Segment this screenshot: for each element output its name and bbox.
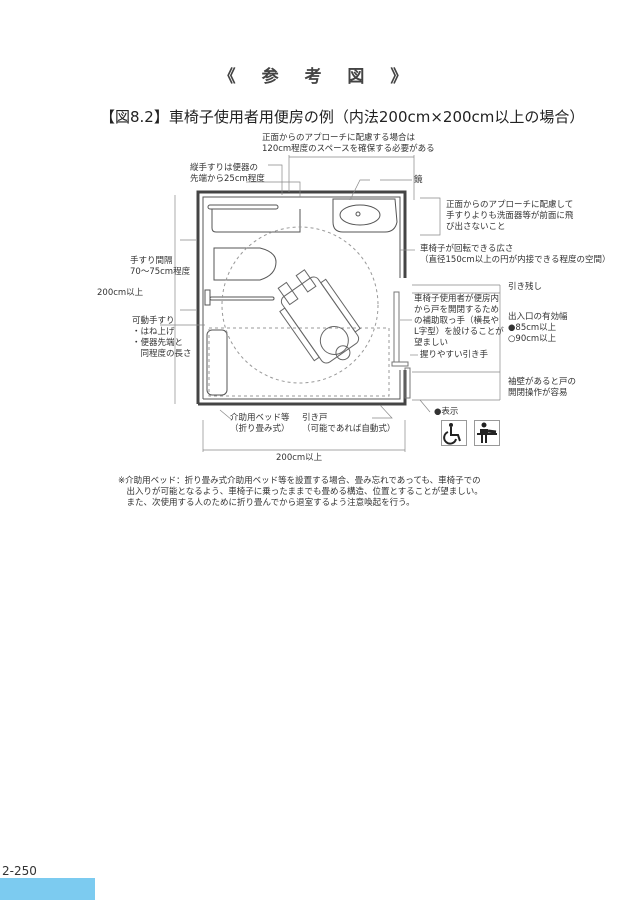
label-line: ・便器先端と [132,338,184,348]
footnote: ※介助用ベッド：折り畳み式介助用ベッド等を設置する場合、畳み忘れであっても、車椅… [118,476,483,509]
label-line: 袖壁があると戸の [508,377,577,387]
label-line: （可能であれば自動式） [302,424,396,434]
label-line: 先端から25cm程度 [190,174,265,184]
footnote-line: ※介助用ベッド：折り畳み式介助用ベッド等を設置する場合、畳み忘れであっても、車椅… [118,476,481,486]
label-line: 可動手すり [132,316,175,326]
label-movable-rail: 可動手すり ・はね上げ ・便器先端と 同程度の長さ [132,316,192,360]
label-line: の補助取っ手（横長や [414,316,500,326]
label-vertical-rail: 縦手すりは便器の 先端から25cm程度 [190,163,265,185]
label-line: 車椅子が回転できる広さ [420,244,514,254]
label-line: 介助用ベッド等 [230,413,290,423]
label-line: L字型）を設けることが [414,327,504,337]
label-turning-space: 車椅子が回転できる広さ （直径150cm以上の円が内接できる程度の空間） [420,244,611,266]
label-line: 開閉操作が容易 [508,388,568,398]
label-sleeve-wall: 袖壁があると戸の 開閉操作が容易 [508,377,576,399]
label-line: 同程度の長さ [132,349,192,359]
label-line: 引き戸 [302,413,328,423]
footnote-line: また、次使用する人のために折り畳んでから退室するよう注意喚起を行う。 [118,498,415,508]
label-care-bed: 介助用ベッド等 （折り畳み式） [230,413,290,435]
label-line: 望ましい [414,338,449,348]
label-line: ○90cm以上 [508,334,557,344]
reference-title: 《 参 考 図 》 [218,67,418,87]
label-door-aid: 車椅子使用者が便房内 から戸を開閉するため の補助取っ手（横長や L字型）を設け… [414,294,504,349]
label-line: 70～75cm程度 [130,267,191,277]
label-sink-note: 正面からのアプローチに配慮して 手すりよりも洗面器等が前面に飛 び出さないこと [446,200,573,233]
label-mirror: 鏡 [414,175,423,185]
label-door-width: 出入口の有効幅 ●85cm以上 ○90cm以上 [508,312,568,345]
label-line: 正面からのアプローチに配慮する場合は [262,133,416,143]
label-depth-dimension: 200cm以上 [97,288,144,298]
label-line: （直径150cm以上の円が内接できる程度の空間） [420,255,611,265]
wheelchair-accessible-icon [441,420,467,446]
label-line: 正面からのアプローチに配慮して [446,200,574,210]
label-rail-spacing: 手すり間隔 70～75cm程度 [130,256,190,278]
label-line: 手すりよりも洗面器等が前面に飛 [446,211,574,221]
label-easy-handle: 握りやすい引き手 [420,350,489,360]
label-pull-remain: 引き残し [508,282,543,292]
label-line: （折り畳み式） [230,424,290,434]
label-width-dimension: 200cm以上 [276,453,323,463]
label-line: 手すり間隔 [130,256,173,266]
label-front-approach: 正面からのアプローチに配慮する場合は 120cm程度のスペースを確保する必要があ… [262,133,435,155]
label-line: 出入口の有効幅 [508,312,568,322]
care-bed-icon [474,420,500,446]
label-sign: ●表示 [434,407,459,417]
label-line: 車椅子使用者が便房内 [414,294,500,304]
label-line: ●85cm以上 [508,323,557,333]
figure-title: 【図8.2】車椅子使用者用便房の例（内法200cm×200cm以上の場合） [100,108,585,126]
page-accent-bar [0,878,95,900]
label-line: 縦手すりは便器の [190,163,259,173]
label-line: 120cm程度のスペースを確保する必要がある [262,144,435,154]
footnote-line: 出入りが可能となるよう、車椅子に乗ったままでも畳める構造、位置とすることが望まし… [118,487,483,497]
label-line: ・はね上げ [132,327,175,337]
label-line: び出さないこと [446,222,506,232]
label-line: から戸を開閉するため [414,305,500,315]
page-number: 2-250 [2,864,37,878]
label-sliding-door: 引き戸 （可能であれば自動式） [302,413,395,435]
